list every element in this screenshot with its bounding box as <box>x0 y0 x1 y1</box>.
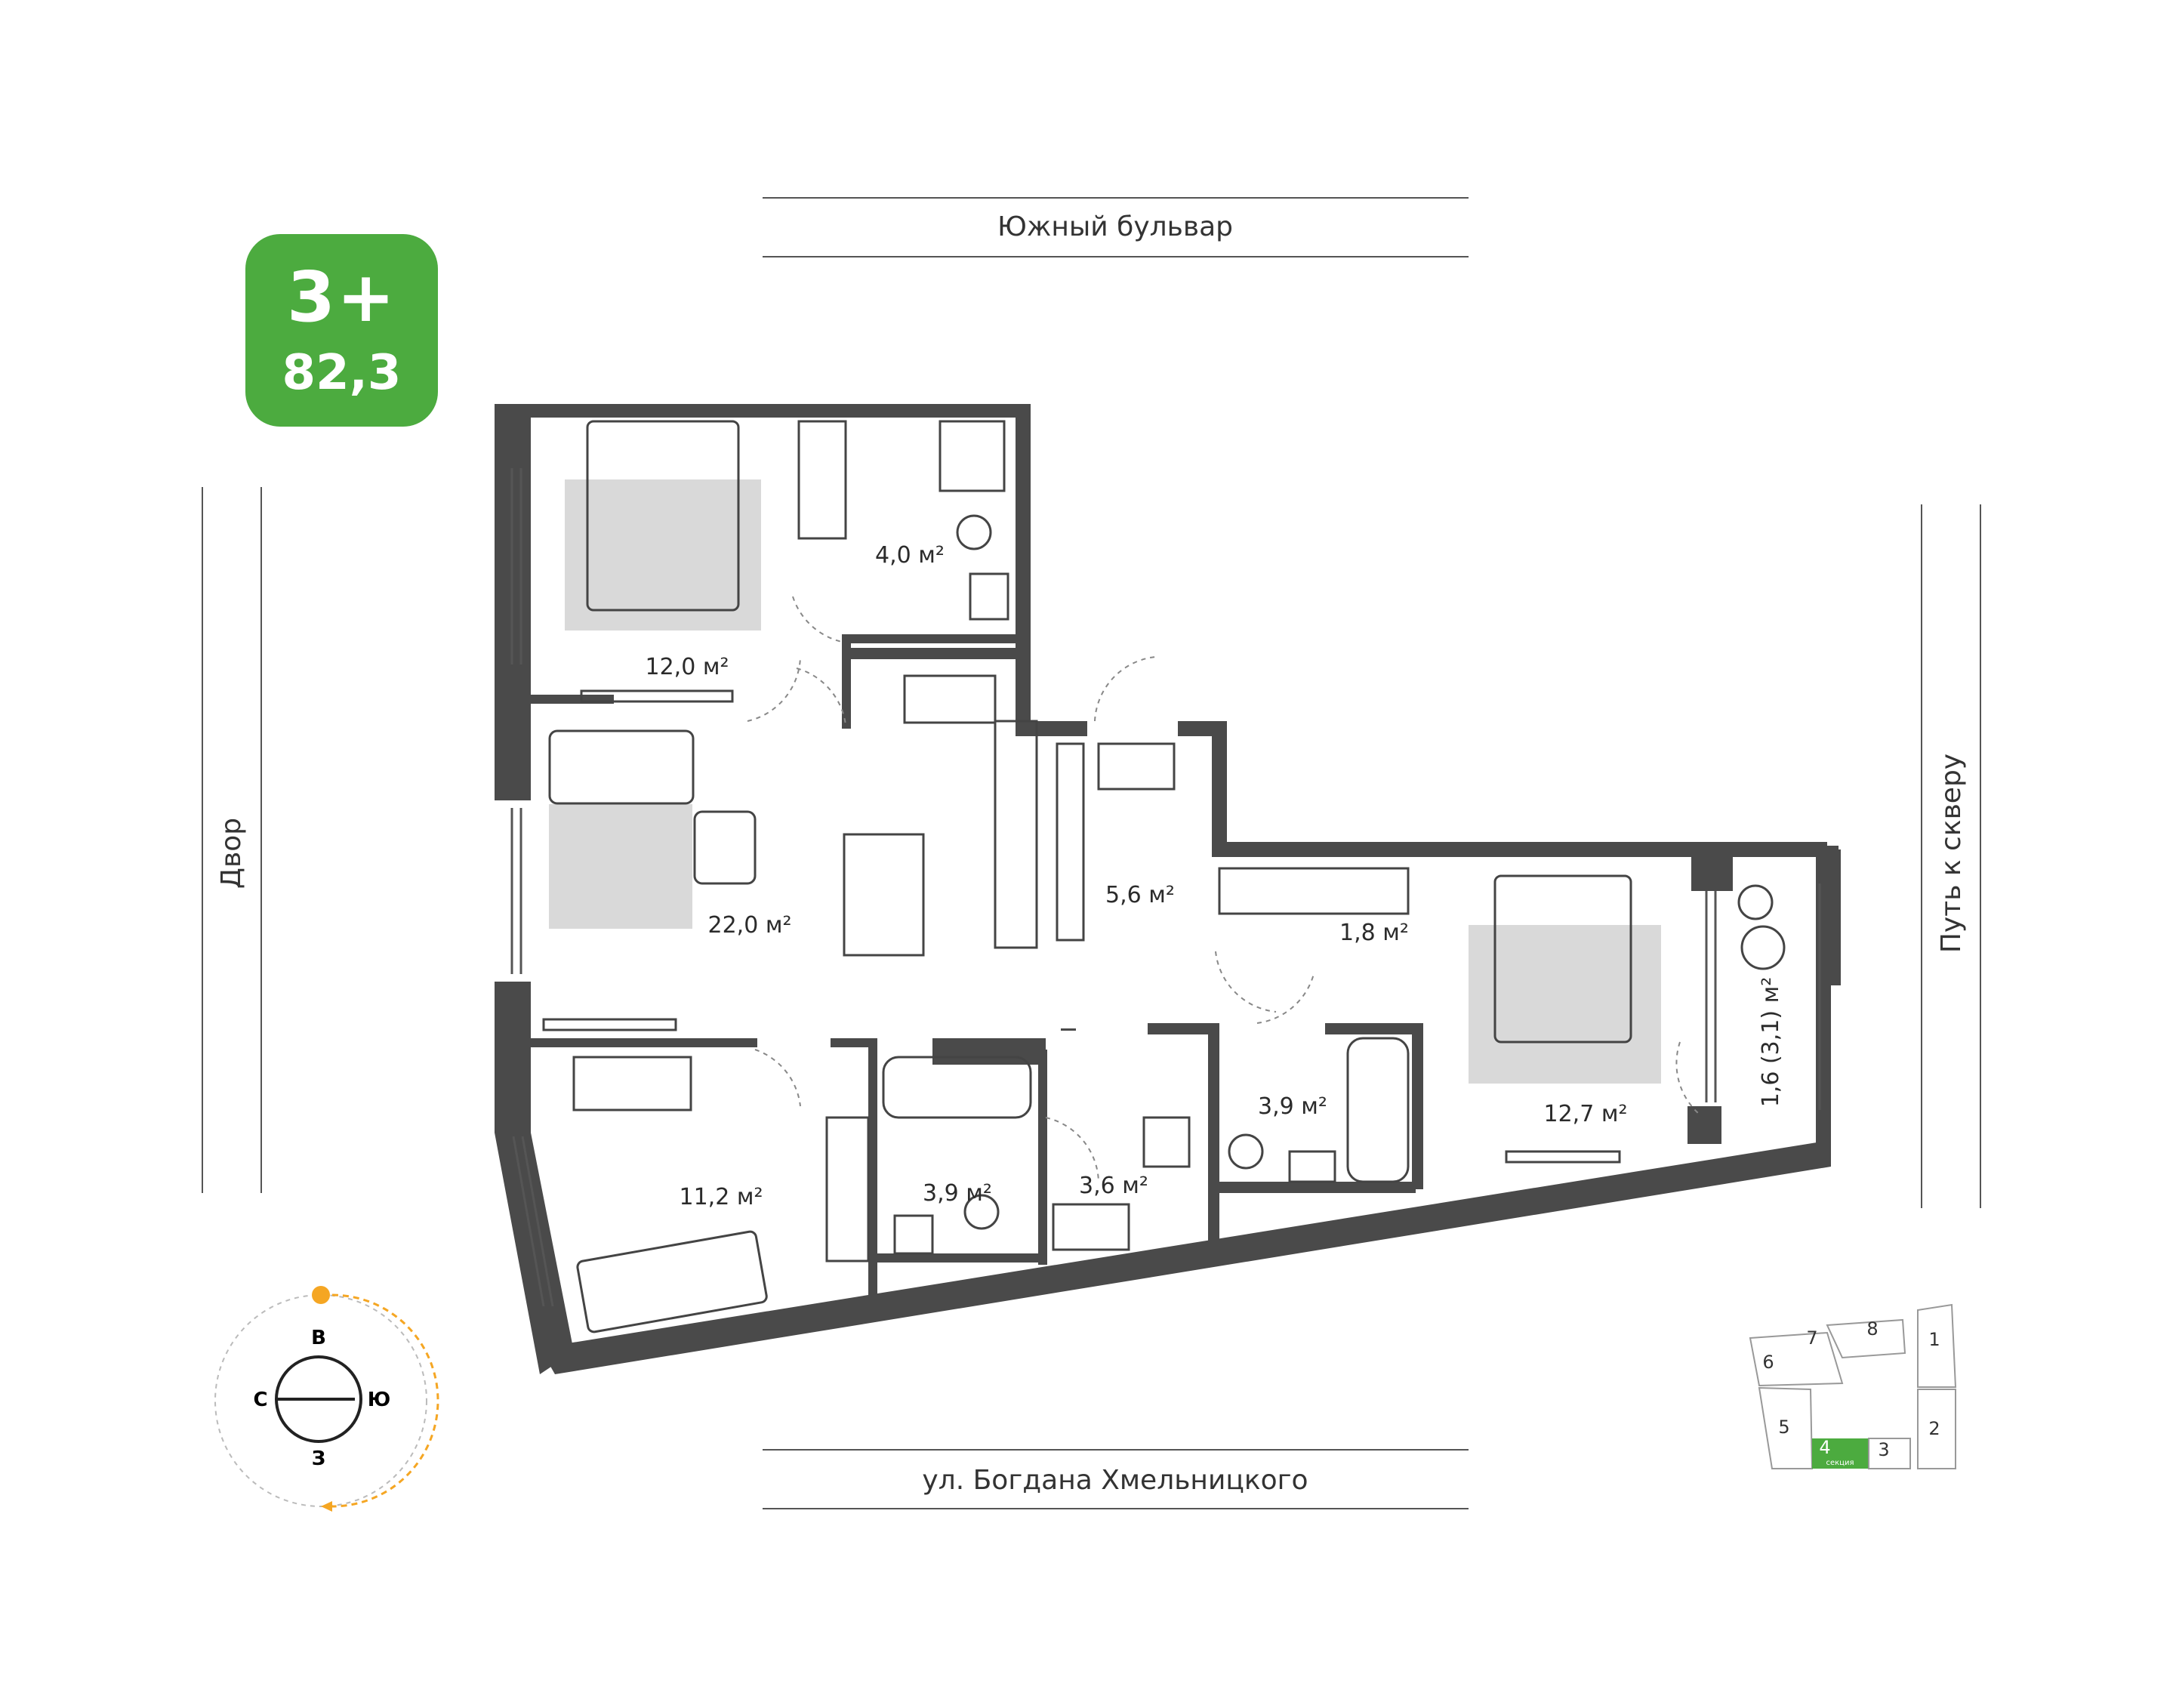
kitchen-counter-vertical <box>994 720 1038 949</box>
street-bottom: ул. Богдана Хмельницкого <box>763 1449 1469 1509</box>
street-top-label: Южный бульвар <box>997 211 1233 242</box>
bed-top <box>586 420 740 612</box>
wardrobe-bottom <box>825 1116 870 1263</box>
rug-bedroom-top <box>565 479 761 630</box>
street-right-label: Путь к скверу <box>1936 754 1967 953</box>
rug-living <box>549 804 692 929</box>
key-plan-label-1: 1 <box>1928 1329 1940 1350</box>
bed-bottom <box>576 1230 768 1333</box>
wardrobe-hall <box>1218 867 1410 915</box>
windows <box>510 468 1821 1307</box>
key-plan-label-8: 8 <box>1866 1318 1878 1340</box>
wardrobe-corridor <box>1052 1203 1130 1251</box>
compass-west: З <box>312 1447 325 1470</box>
compass: В Ю З С <box>214 1286 439 1512</box>
hall-mat <box>1097 742 1176 791</box>
room-area-hall: 5,6 м² <box>1105 882 1175 908</box>
key-plan-label-5: 5 <box>1778 1417 1789 1438</box>
street-right: Путь к скверу <box>1921 504 1981 1208</box>
balcony-chair <box>1737 884 1774 920</box>
balcony-table <box>1740 925 1786 970</box>
sink-bottom <box>893 1214 934 1255</box>
desk-right <box>1505 1150 1621 1164</box>
room-area-wardrobe: 1,8 м² <box>1339 920 1409 946</box>
room-area-bathroom-right: 3,9 м² <box>1258 1093 1327 1120</box>
key-plan-label-4: 4 <box>1819 1437 1830 1458</box>
toilet-bottom <box>963 1194 1000 1230</box>
room-area-bedroom-top: 12,0 м² <box>646 654 729 680</box>
key-plan-word-active: секция <box>1826 1459 1854 1467</box>
washer <box>1142 1116 1191 1168</box>
street-top: Южный бульвар <box>763 197 1469 257</box>
key-plan-label-2: 2 <box>1928 1418 1940 1439</box>
total-area: 82,3 <box>282 345 402 401</box>
room-count: 3+ <box>286 257 397 338</box>
toilet-top <box>956 514 992 550</box>
street-bottom-label: ул. Богдана Хмельницкого <box>922 1465 1308 1496</box>
desk-bottom <box>572 1056 692 1111</box>
furniture <box>542 420 1786 1333</box>
armchair <box>693 810 757 885</box>
rug-bedroom-right <box>1469 925 1661 1084</box>
toilet-right <box>1228 1133 1264 1170</box>
sofa <box>548 729 695 805</box>
bed-right <box>1493 874 1632 1044</box>
key-plan-label-7: 7 <box>1806 1327 1817 1349</box>
room-area-bathroom-top: 4,0 м² <box>875 542 945 569</box>
outer-wall-right <box>1816 849 1831 1167</box>
outer-wall-bottom <box>540 1140 1831 1374</box>
room-area-living-kitchen: 22,0 м² <box>708 912 792 939</box>
room-area-corridor: 3,6 м² <box>1079 1173 1148 1199</box>
sun-icon <box>312 1286 330 1304</box>
apartment-type-badge: 3+ 82,3 <box>245 234 438 427</box>
room-area-bedroom-bottom: 11,2 м² <box>680 1184 763 1210</box>
hall-cabinet <box>1056 742 1085 942</box>
bathtub-bottom <box>882 1056 1032 1119</box>
compass-north: С <box>253 1389 267 1411</box>
sink-right <box>1288 1150 1336 1183</box>
compass-east: В <box>311 1327 326 1349</box>
room-area-bedroom-right: 12,7 м² <box>1544 1101 1628 1127</box>
door-swings <box>747 596 1700 1182</box>
tv-stand-bottom <box>542 1018 677 1031</box>
kitchen-counter <box>903 674 997 724</box>
compass-south: Ю <box>368 1389 391 1411</box>
key-plan-active-section <box>1812 1438 1869 1469</box>
wardrobe-top <box>797 420 847 540</box>
dining-table <box>843 833 925 957</box>
key-plan-label-6: 6 <box>1762 1352 1774 1373</box>
bathtub-right <box>1346 1037 1410 1183</box>
street-left: Двор <box>202 487 262 1193</box>
key-plan-label-3: 3 <box>1878 1439 1889 1460</box>
key-plan: 1 2 3 4 5 6 7 8 секция <box>1749 1303 1957 1469</box>
street-left-label: Двор <box>216 818 247 889</box>
sink-top <box>969 572 1009 621</box>
room-area-bathroom-bottom: 3,9 м² <box>923 1180 992 1207</box>
shower-top <box>939 420 1006 492</box>
tv-stand-top <box>580 689 734 703</box>
room-labels: 12,0 м² 4,0 м² 22,0 м² 5,6 м² 1,8 м² 12,… <box>646 542 1785 1210</box>
room-area-balcony: 1,6 (3,1) м² <box>1758 977 1784 1108</box>
